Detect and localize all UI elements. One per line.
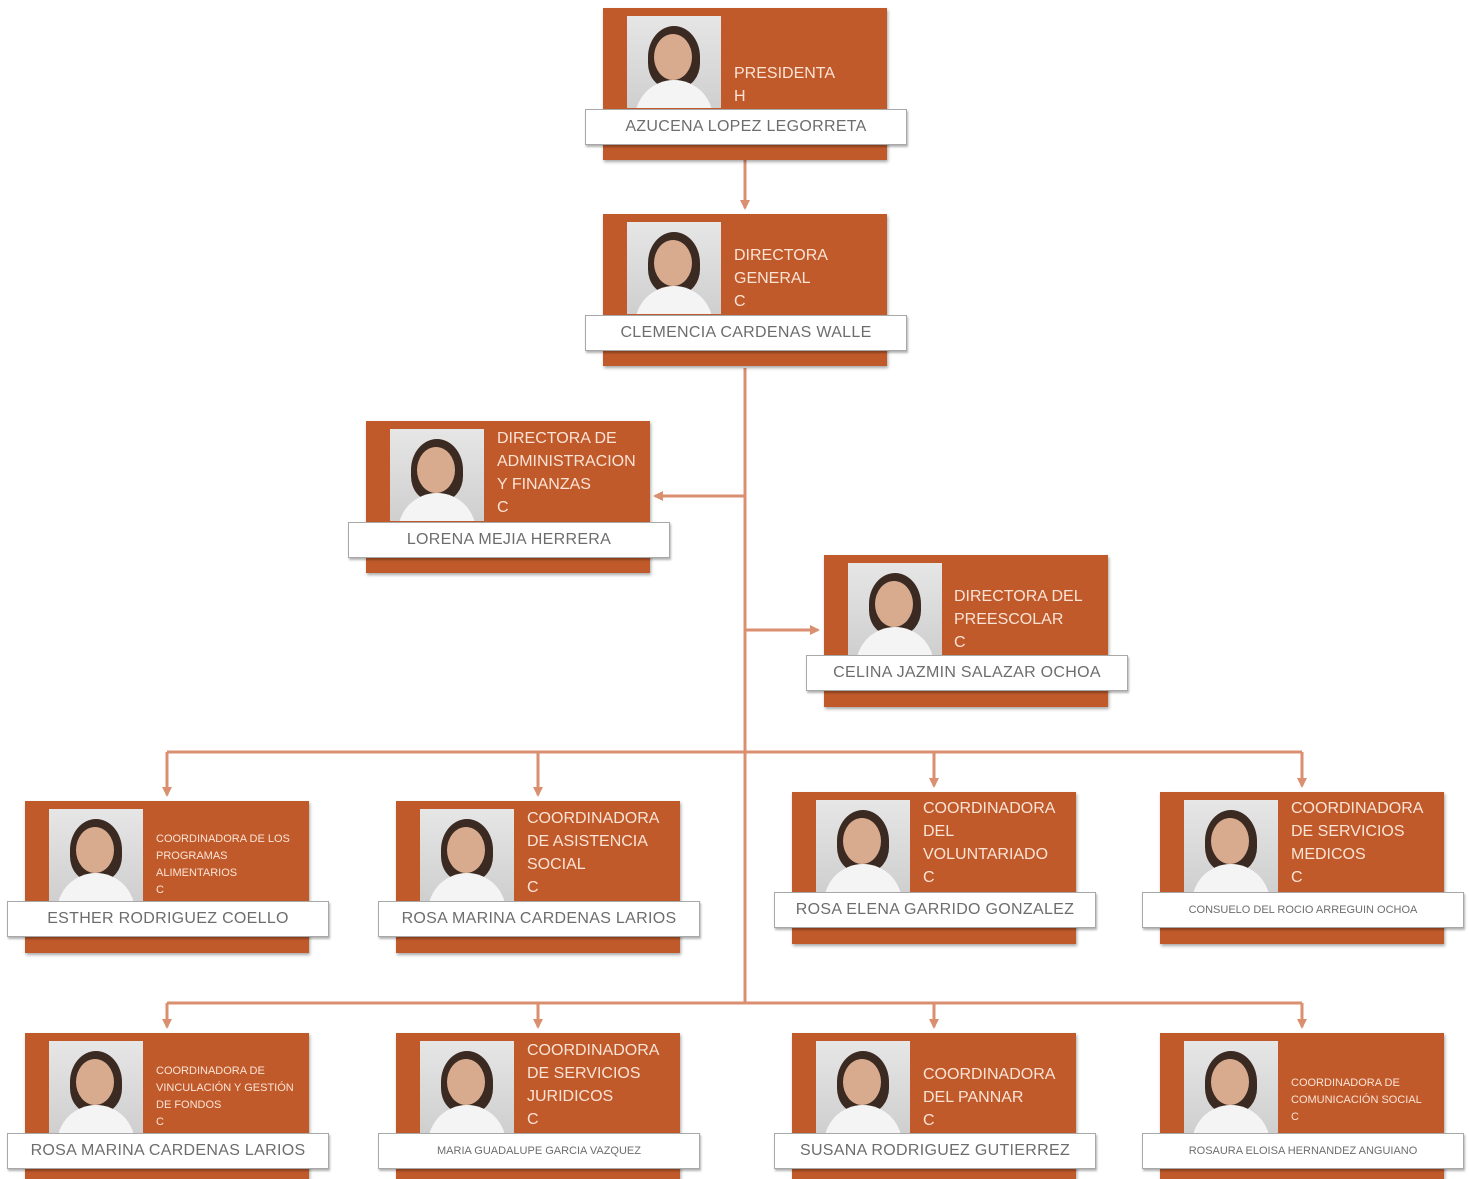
title-line: SOCIAL <box>527 856 586 873</box>
title-line: DE SERVICIOS <box>527 1065 641 1082</box>
node-presidenta: PRESIDENTA H AZUCENA LOPEZ LEGORRETA <box>585 8 907 160</box>
title-line: COORDINADORA <box>923 1066 1056 1083</box>
title-line: COORDINADORA <box>527 810 660 827</box>
title-line: DIRECTORA DEL <box>954 588 1083 605</box>
portrait-photo <box>848 563 942 655</box>
position-title: DIRECTORA DE ADMINISTRACION Y FINANZAS C <box>497 427 636 519</box>
person-name: ROSA MARINA CARDENAS LARIOS <box>7 1133 329 1169</box>
portrait-photo <box>420 1041 514 1133</box>
title-line: JURIDICOS <box>527 1088 614 1105</box>
portrait-photo <box>1184 800 1278 892</box>
title-line: C <box>497 499 509 516</box>
portrait-photo <box>49 1041 143 1133</box>
person-name: CELINA JAZMIN SALAZAR OCHOA <box>806 655 1128 691</box>
portrait-photo <box>627 222 721 314</box>
title-line: DIRECTORA <box>734 247 828 264</box>
position-title: COORDINADORA DE SERVICIOS JURIDICOS C <box>527 1039 659 1131</box>
title-line: C <box>1291 1111 1299 1123</box>
title-line: C <box>527 1111 539 1128</box>
title-line: COMUNICACIÓN SOCIAL <box>1291 1094 1422 1106</box>
person-name: ROSA ELENA GARRIDO GONZALEZ <box>774 892 1096 928</box>
node-servicios-juridicos: COORDINADORA DE SERVICIOS JURIDICOS C MA… <box>378 1033 700 1179</box>
title-line: COORDINADORA <box>1291 800 1424 817</box>
title-line: C <box>156 884 164 896</box>
title-line: C <box>954 634 966 651</box>
title-line: C <box>734 293 746 310</box>
title-line: Y FINANZAS <box>497 476 591 493</box>
person-name: CLEMENCIA CARDENAS WALLE <box>585 315 907 351</box>
position-title: COORDINADORA DEL VOLUNTARIADO C <box>923 797 1055 889</box>
title-line: PREESCOLAR <box>954 611 1064 628</box>
title-line: DE FONDOS <box>156 1099 222 1111</box>
portrait-photo <box>390 429 484 521</box>
title-line: DE SERVICIOS <box>1291 823 1405 840</box>
position-title: DIRECTORA DEL PREESCOLAR C <box>954 585 1083 654</box>
title-line: C <box>1291 869 1303 886</box>
title-line: VOLUNTARIADO <box>923 846 1049 863</box>
title-line: PRESIDENTA <box>734 65 836 82</box>
node-pannar: COORDINADORA DEL PANNAR C SUSANA RODRIGU… <box>774 1033 1096 1179</box>
person-name: ROSA MARINA CARDENAS LARIOS <box>378 901 700 937</box>
title-line: C <box>923 869 935 886</box>
node-comunicacion-social: COORDINADORA DE COMUNICACIÓN SOCIAL C RO… <box>1142 1033 1464 1179</box>
person-name: ESTHER RODRIGUEZ COELLO <box>7 901 329 937</box>
title-line: C <box>923 1112 935 1129</box>
position-title: DIRECTORA GENERAL C <box>734 244 828 313</box>
position-title: COORDINADORA DE ASISTENCIA SOCIAL C <box>527 807 659 899</box>
portrait-photo <box>1184 1041 1278 1133</box>
portrait-photo <box>816 800 910 892</box>
node-vinculacion: COORDINADORA DE VINCULACIÓN Y GESTIÓN DE… <box>7 1033 329 1179</box>
node-voluntariado: COORDINADORA DEL VOLUNTARIADO C ROSA ELE… <box>774 792 1096 944</box>
position-title: COORDINADORA DE COMUNICACIÓN SOCIAL C <box>1291 1075 1422 1126</box>
position-title: PRESIDENTA H <box>734 62 835 108</box>
title-line: COORDINADORA <box>923 800 1056 817</box>
title-line: ADMINISTRACION <box>497 453 636 470</box>
portrait-photo <box>420 809 514 901</box>
title-line: COORDINADORA <box>527 1042 660 1059</box>
position-title: COORDINADORA DE LOS PROGRAMAS ALIMENTARI… <box>156 831 290 899</box>
person-name: MARIA GUADALUPE GARCIA VAZQUEZ <box>378 1133 700 1169</box>
node-servicios-medicos: COORDINADORA DE SERVICIOS MEDICOS C CONS… <box>1142 792 1464 944</box>
person-name: AZUCENA LOPEZ LEGORRETA <box>585 109 907 145</box>
title-line: COORDINADORA DE <box>156 1065 265 1077</box>
title-line: H <box>734 88 746 105</box>
position-title: COORDINADORA DEL PANNAR C <box>923 1063 1055 1132</box>
title-line: MEDICOS <box>1291 846 1366 863</box>
node-programas-alimentarios: COORDINADORA DE LOS PROGRAMAS ALIMENTARI… <box>7 801 329 953</box>
title-line: GENERAL <box>734 270 811 287</box>
title-line: ALIMENTARIOS <box>156 867 238 879</box>
person-name: SUSANA RODRIGUEZ GUTIERREZ <box>774 1133 1096 1169</box>
person-name: LORENA MEJIA HERRERA <box>348 522 670 558</box>
node-admin-finanzas: DIRECTORA DE ADMINISTRACION Y FINANZAS C… <box>348 421 670 573</box>
title-line: DIRECTORA DE <box>497 430 617 447</box>
position-title: COORDINADORA DE SERVICIOS MEDICOS C <box>1291 797 1423 889</box>
title-line: C <box>156 1116 164 1128</box>
portrait-photo <box>816 1041 910 1133</box>
title-line: COORDINADORA DE LOS <box>156 833 290 845</box>
person-name: CONSUELO DEL ROCIO ARREGUIN OCHOA <box>1142 892 1464 928</box>
title-line: DEL <box>923 823 955 840</box>
title-line: COORDINADORA DE <box>1291 1077 1400 1089</box>
title-line: PROGRAMAS <box>156 850 228 862</box>
title-line: C <box>527 879 539 896</box>
title-line: VINCULACIÓN Y GESTIÓN <box>156 1082 294 1094</box>
node-directora-general: DIRECTORA GENERAL C CLEMENCIA CARDENAS W… <box>585 214 907 366</box>
position-title: COORDINADORA DE VINCULACIÓN Y GESTIÓN DE… <box>156 1063 294 1131</box>
title-line: DEL PANNAR <box>923 1089 1024 1106</box>
portrait-photo <box>49 809 143 901</box>
node-asistencia-social: COORDINADORA DE ASISTENCIA SOCIAL C ROSA… <box>378 801 700 953</box>
node-preescolar: DIRECTORA DEL PREESCOLAR C CELINA JAZMIN… <box>806 555 1128 707</box>
portrait-photo <box>627 16 721 108</box>
title-line: DE ASISTENCIA <box>527 833 648 850</box>
person-name: ROSAURA ELOISA HERNANDEZ ANGUIANO <box>1142 1133 1464 1169</box>
